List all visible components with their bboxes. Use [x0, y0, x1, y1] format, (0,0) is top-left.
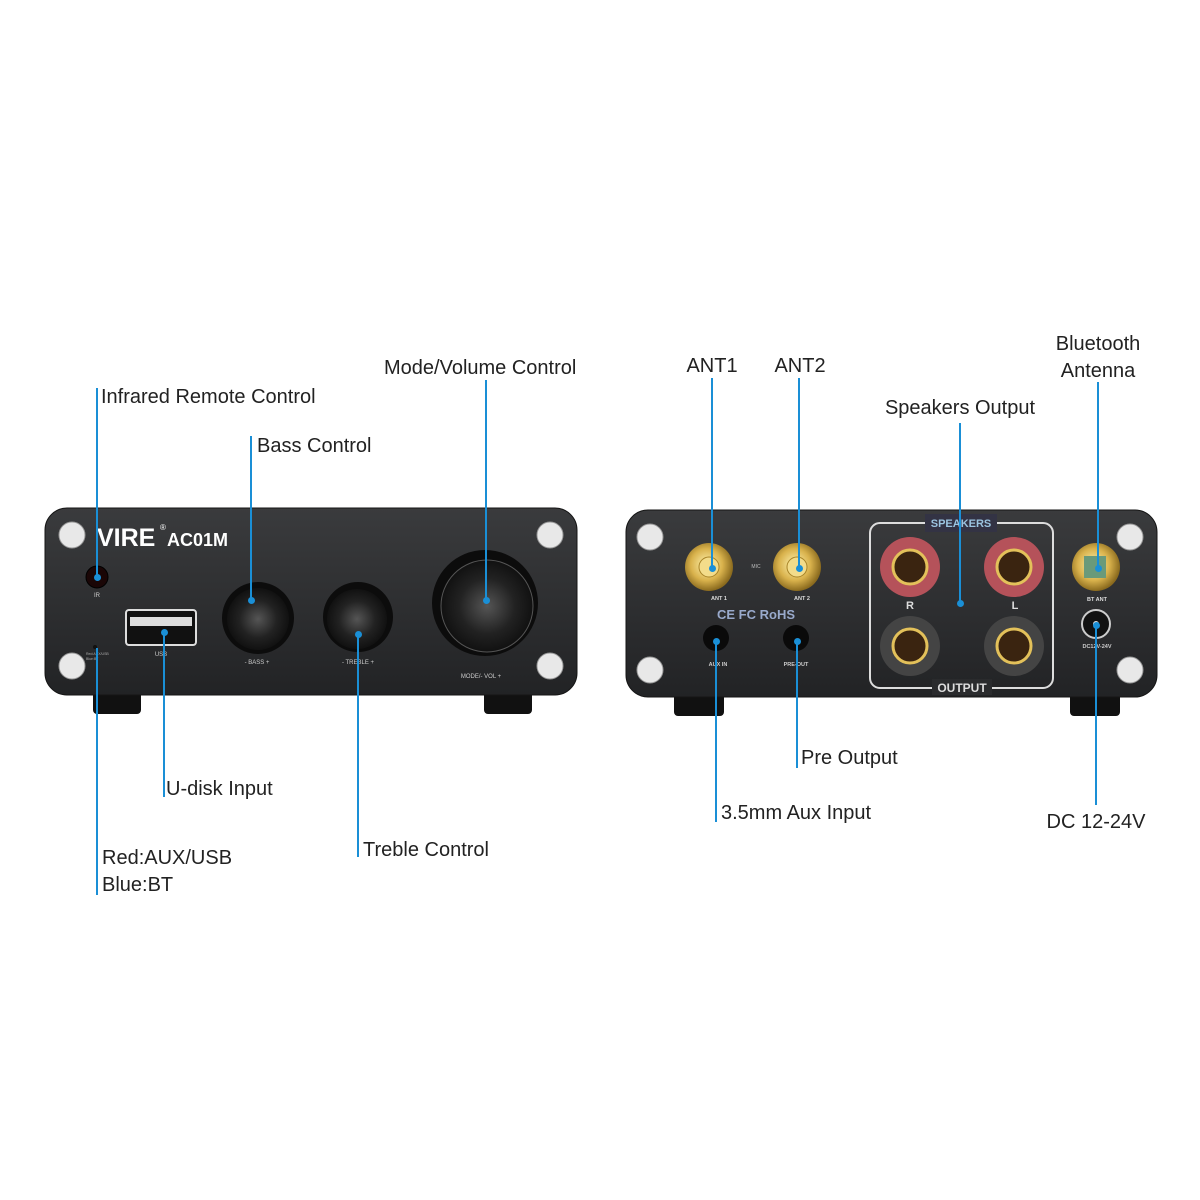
callout-dot: [355, 631, 362, 638]
callout-line: [357, 634, 359, 857]
callout-dot: [248, 597, 255, 604]
callout-treble-control: Treble Control: [363, 839, 489, 861]
callout-dot: [796, 565, 803, 572]
screw-icon: [636, 656, 664, 684]
callout-speakers-output: Speakers Output: [884, 397, 1036, 419]
callout-line: [250, 436, 252, 600]
model-name: AC01M: [167, 530, 228, 550]
callout-dot: [483, 597, 490, 604]
callout-bass-control: Bass Control: [257, 435, 372, 457]
usb-label: USB: [155, 652, 167, 658]
callout-led-blue: Blue:BT: [102, 874, 174, 896]
screw-icon: [636, 523, 664, 551]
callout-dot: [1093, 622, 1100, 629]
output-label: OUTPUT: [937, 681, 987, 695]
callout-bluetooth-line1: Bluetooth: [1055, 333, 1141, 355]
callout-dot: [709, 565, 716, 572]
callout-line: [959, 423, 961, 603]
callout-line: [96, 388, 98, 578]
callout-mode-volume: Mode/Volume Control: [384, 357, 577, 379]
callout-led-red: Red:AUX/USB: [102, 847, 233, 869]
mic-label: MIC: [751, 564, 761, 570]
callout-line: [163, 632, 165, 797]
terminal-hole: [995, 548, 1033, 586]
callout-line: [1097, 382, 1099, 568]
callout-line: [798, 378, 800, 568]
foot: [674, 692, 724, 716]
callout-infrared-remote: Infrared Remote Control: [101, 386, 316, 408]
callout-line: [796, 641, 798, 768]
callout-dot: [794, 638, 801, 645]
callout-ant2: ANT2: [774, 355, 826, 377]
front-panel: [44, 507, 578, 696]
callout-aux-input: 3.5mm Aux Input: [721, 802, 872, 824]
bt-ant-label: BT ANT: [1087, 597, 1108, 603]
speakers-label: SPEAKERS: [931, 518, 992, 530]
callout-line: [711, 378, 713, 568]
callout-line: [1095, 625, 1097, 805]
output-label-bg: [932, 679, 992, 695]
ant1-label: ANT 1: [711, 596, 727, 602]
treble-knob[interactable]: [327, 589, 387, 649]
bass-label: - BASS +: [245, 660, 270, 666]
left-channel-label: L: [1012, 600, 1019, 612]
callout-dot: [161, 629, 168, 636]
callout-line: [485, 380, 487, 600]
volume-knob[interactable]: [440, 559, 534, 653]
screw-icon: [536, 521, 564, 549]
callout-bluetooth-line2: Antenna: [1060, 360, 1136, 382]
ir-label: IR: [94, 593, 101, 599]
screw-icon: [1116, 656, 1144, 684]
callout-dot: [957, 600, 964, 607]
callout-dot: [713, 638, 720, 645]
right-channel-label: R: [906, 600, 914, 612]
callout-dc-input: DC 12-24V: [1046, 811, 1146, 833]
screw-icon: [536, 652, 564, 680]
callout-line: [96, 648, 98, 895]
screw-icon: [1116, 523, 1144, 551]
screw-icon: [58, 652, 86, 680]
brand-logo: VIRE: [97, 524, 155, 552]
usb-port[interactable]: [125, 609, 197, 646]
callout-line: [715, 641, 717, 822]
callout-dot: [94, 574, 101, 581]
callout-ant1: ANT1: [686, 355, 738, 377]
volume-label: MODE/- VOL +: [461, 674, 502, 680]
usb-port-tongue: [130, 617, 192, 626]
led-label-blue: Blue:BT: [86, 657, 99, 661]
speakers-label-bg: [925, 514, 997, 532]
terminal-hole: [995, 627, 1033, 665]
ant2-label: ANT 2: [794, 596, 810, 602]
terminal-hole: [891, 627, 929, 665]
callout-pre-output: Pre Output: [801, 747, 898, 769]
callout-dot: [1095, 565, 1102, 572]
callout-udisk-input: U-disk Input: [166, 778, 273, 800]
foot: [93, 690, 141, 714]
foot: [484, 690, 532, 714]
bass-knob[interactable]: [227, 588, 289, 650]
screw-icon: [58, 521, 86, 549]
dc-label: DC12V-24V: [1082, 644, 1111, 650]
certification-marks: CE FC RoHS: [717, 607, 795, 622]
terminal-hole: [891, 548, 929, 586]
registered-mark: ®: [160, 523, 166, 532]
aux-in-label: AUX IN: [709, 662, 728, 668]
